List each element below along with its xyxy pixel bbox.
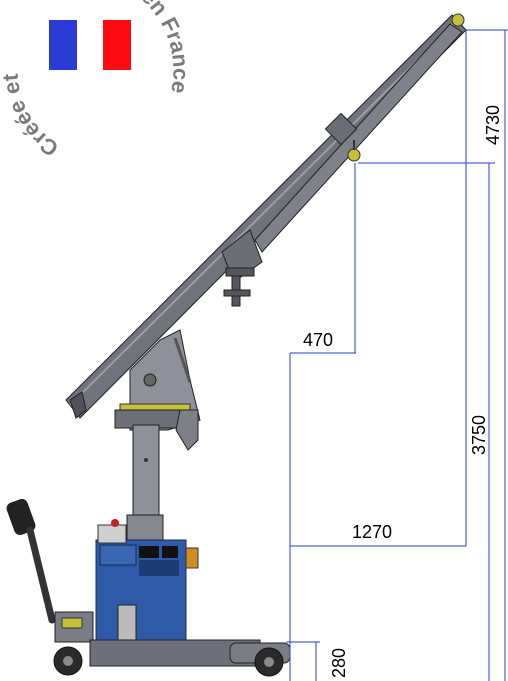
made-in-france-badge: Créée et en France — [0, 0, 194, 162]
base-body — [95, 519, 199, 646]
badge-text-left: Créée et — [0, 72, 63, 161]
boom-arm — [65, 13, 467, 419]
tip-hook — [451, 13, 465, 27]
flag-blue-stripe — [49, 20, 77, 70]
tiller-handle — [6, 498, 94, 643]
mast — [126, 424, 164, 546]
dimension-label-4730: 4730 — [483, 105, 503, 145]
badge-text-right: en France — [137, 0, 194, 95]
dimension-lines — [286, 29, 508, 681]
middle-hook — [347, 148, 361, 162]
dimension-label-3750: 3750 — [469, 415, 489, 455]
dimension-label-1270: 1270 — [352, 522, 392, 542]
dimension-label-280: 280 — [329, 648, 349, 678]
flag-white-stripe — [77, 20, 102, 70]
crane-illustration — [6, 13, 467, 677]
chassis — [53, 639, 291, 677]
dimension-label-470: 470 — [303, 330, 333, 350]
flag-red-stripe — [103, 20, 131, 70]
